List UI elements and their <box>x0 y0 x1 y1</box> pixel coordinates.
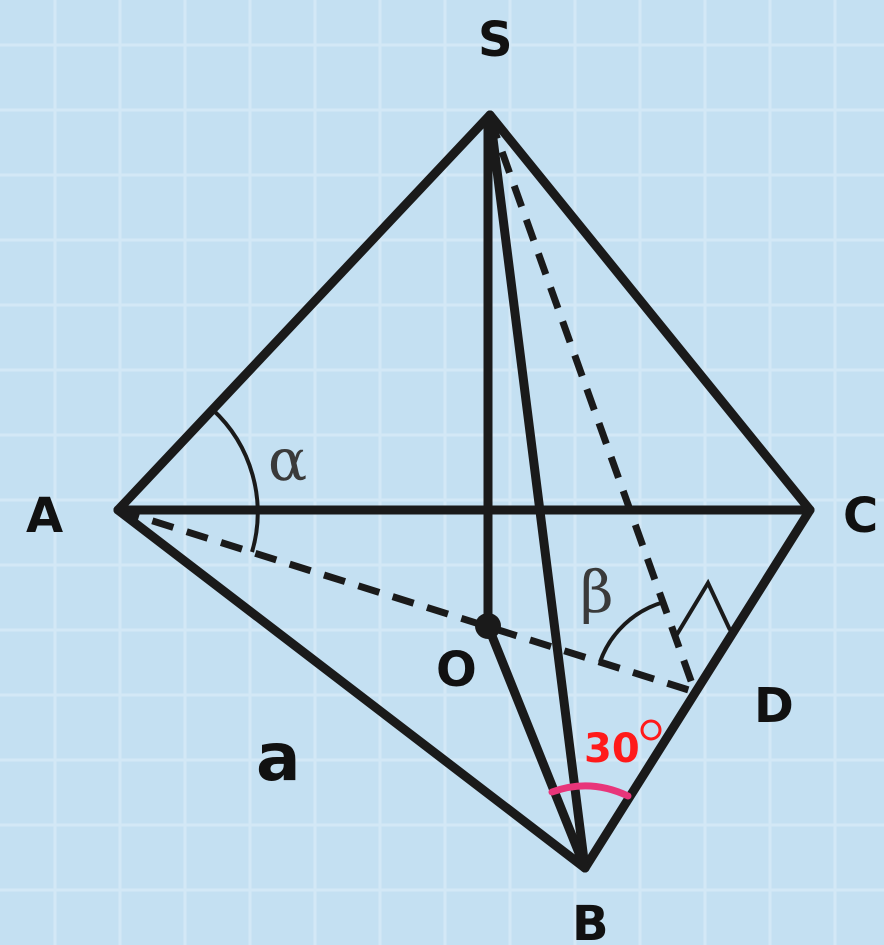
angle-label-30: 30 <box>584 726 640 772</box>
edge-sa <box>113 110 495 515</box>
edge-sb <box>485 110 590 873</box>
edge-ab <box>113 505 590 873</box>
dashed-line-ad <box>116 506 697 696</box>
right-angle-marker <box>674 578 732 638</box>
degree-symbol <box>640 719 662 741</box>
vertex-label-a: A <box>26 488 63 544</box>
vertex-label-o: O <box>436 642 477 698</box>
angle-label-alpha: α <box>268 426 307 494</box>
vertex-label-c: C <box>843 488 878 544</box>
angle-30-arc <box>548 782 632 800</box>
vertex-label-b: B <box>572 896 609 945</box>
angle-alpha-arc <box>210 407 260 553</box>
side-label-a: a <box>256 719 301 796</box>
segment-ob <box>483 621 590 873</box>
angle-beta-arc <box>598 600 665 663</box>
angle-label-beta: β <box>580 558 614 626</box>
vertex-label-d: D <box>754 678 794 734</box>
dashed-line-sd <box>486 116 699 694</box>
point-o <box>475 613 501 639</box>
edge-bc <box>580 505 815 873</box>
vertex-label-s: S <box>478 12 513 68</box>
edge-sc <box>485 110 815 515</box>
